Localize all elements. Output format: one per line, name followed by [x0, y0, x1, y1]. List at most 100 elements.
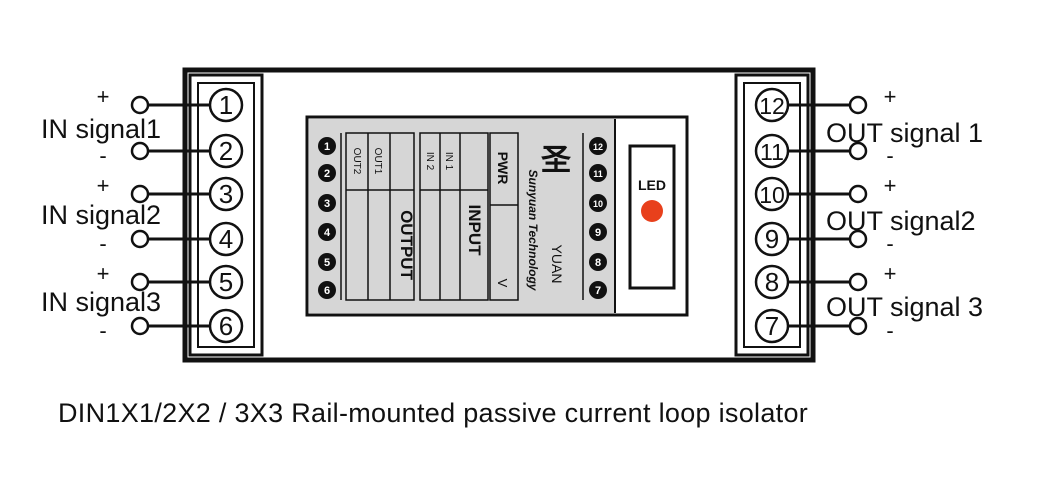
terminal-screw: [754, 176, 790, 212]
polarity-sign: +: [97, 261, 110, 286]
wire-end-connector: [848, 316, 868, 336]
panel-number-badge: [589, 253, 607, 271]
panel-number-badge: [318, 253, 336, 271]
terminal-number: 7: [765, 311, 779, 341]
left-terminal-3: 3+: [97, 173, 244, 212]
polarity-sign: -: [886, 231, 893, 256]
panel-number-badge: [318, 137, 336, 155]
out-signal-2-label: OUT signal2: [826, 206, 976, 236]
panel-number-badge: [318, 223, 336, 241]
terminal-number: 10: [759, 182, 785, 208]
wire-end-connector: [130, 229, 150, 249]
terminal-number: 4: [219, 224, 233, 254]
wire-end-connector: [130, 95, 150, 115]
terminal-number: 8: [765, 267, 779, 297]
input-col-in2: IN 2: [424, 152, 435, 171]
wire-end-connector: [848, 272, 868, 292]
panel-number: 1: [324, 141, 330, 153]
panel-number-badge: [589, 223, 607, 241]
wire-end-connector: [130, 316, 150, 336]
brand-short: YUAN: [549, 245, 565, 284]
terminal-screw: [754, 308, 790, 344]
polarity-sign: +: [97, 173, 110, 198]
panel-number-badge: [318, 281, 336, 299]
polarity-sign: -: [99, 231, 106, 256]
panel-number-badge: [589, 194, 607, 212]
led-indicator: [641, 200, 663, 222]
panel-number: 7: [595, 285, 601, 297]
terminal-screw: [208, 133, 244, 169]
left-terminal-4: 4-: [99, 221, 244, 257]
terminal-number: 12: [759, 93, 785, 119]
terminal-number: 2: [219, 136, 233, 166]
terminal-screw: [754, 264, 790, 300]
polarity-sign: +: [97, 84, 110, 109]
polarity-sign: -: [886, 143, 893, 168]
label-panel-gray: [309, 119, 615, 313]
label-panel-grid: [340, 132, 584, 301]
input-header: INPUT: [465, 205, 484, 257]
diagram-caption: DIN1X1/2X2 / 3X3 Rail-mounted passive cu…: [58, 398, 809, 428]
panel-number-badge: [318, 194, 336, 212]
terminal-number: 9: [765, 224, 779, 254]
right-terminals: 12+11-10+9-8+7-: [754, 84, 897, 344]
led-label: LED: [638, 177, 666, 193]
panel-number: 3: [324, 198, 330, 210]
right-terminal-12: 12 +: [754, 84, 897, 123]
in-signal-1-label: IN signal1: [41, 114, 161, 144]
terminal-screw: [208, 264, 244, 300]
terminal-screw: [208, 221, 244, 257]
wire-end-connector: [848, 141, 868, 161]
terminal-number: 6: [219, 311, 233, 341]
panel-number: 8: [595, 257, 601, 269]
terminal-screw: [208, 176, 244, 212]
panel-number: 12: [593, 142, 603, 152]
polarity-sign: -: [886, 318, 893, 343]
polarity-sign: -: [99, 318, 106, 343]
terminal-screw: [754, 87, 790, 123]
left-terminal-1: 1+: [97, 84, 244, 123]
voltage-label: V: [495, 279, 510, 288]
left-terminal-inner: [197, 82, 255, 348]
panel-number: 6: [324, 285, 330, 297]
panel-number: 9: [595, 227, 601, 239]
in-signal-2-label: IN signal2: [41, 200, 161, 230]
out-signal-3-label: OUT signal 3: [826, 292, 983, 322]
left-terminal-block: [188, 73, 264, 357]
terminal-screw: [754, 221, 790, 257]
wire-end-connector: [130, 184, 150, 204]
right-terminal-9: 9-: [754, 221, 894, 257]
panel-number-badge: [589, 281, 607, 299]
panel-number: 2: [324, 168, 330, 180]
right-terminal-inner: [743, 82, 801, 348]
left-terminal-2: 2-: [99, 133, 244, 169]
terminal-screw: [208, 308, 244, 344]
brand-name: Sunyuan Technology: [526, 170, 540, 292]
right-terminal-11: 11 -: [754, 133, 894, 169]
panel-number-badge: [589, 137, 607, 155]
left-terminal-5: 5+: [97, 261, 244, 300]
terminal-number: 5: [219, 267, 233, 297]
wire-end-connector: [848, 95, 868, 115]
in-signal-3-label: IN signal3: [41, 287, 161, 317]
wire-end-connector: [848, 184, 868, 204]
output-header: OUTPUT: [397, 210, 416, 281]
terminal-number: 1: [219, 90, 233, 120]
input-col-in1: IN 1: [443, 152, 454, 171]
brand-logo: 圣: [541, 144, 572, 177]
panel-number: 4: [324, 227, 331, 239]
terminal-number: 11: [760, 139, 784, 165]
label-panel: [305, 115, 689, 317]
polarity-sign: +: [884, 84, 897, 109]
right-terminal-8: 8+: [754, 261, 897, 300]
right-terminal-block: [734, 73, 810, 357]
polarity-sign: +: [884, 261, 897, 286]
panel-number-badge: [318, 164, 336, 182]
pwr-label: PWR: [495, 152, 511, 185]
wire-end-connector: [130, 272, 150, 292]
right-terminal-10: 10+: [754, 173, 896, 212]
panel-number: 10: [593, 199, 603, 209]
